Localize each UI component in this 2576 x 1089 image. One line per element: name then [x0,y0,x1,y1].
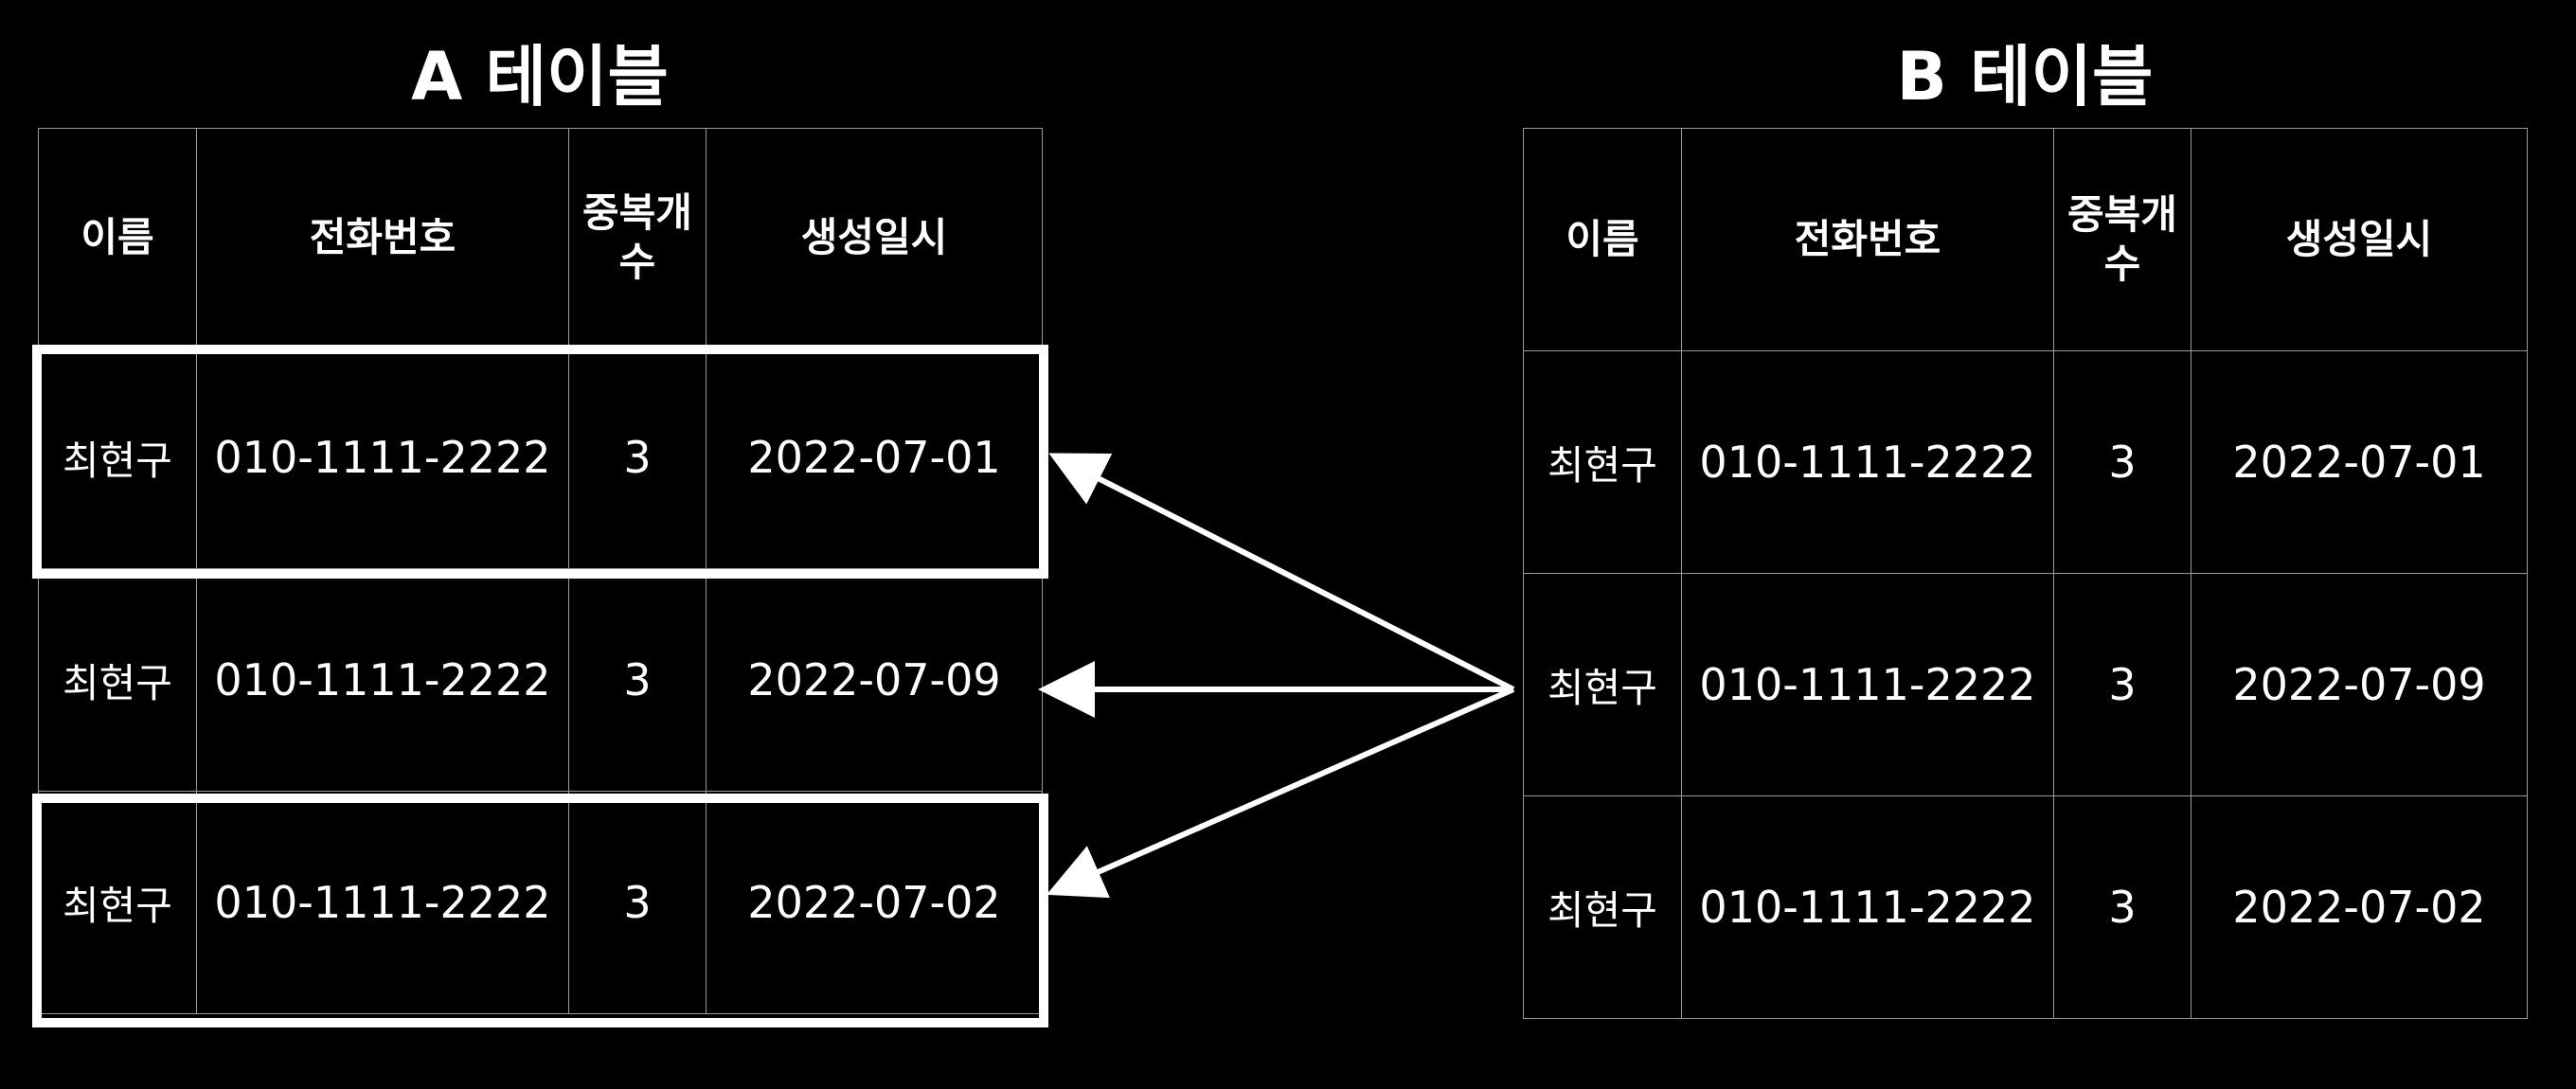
cell-phone: 010-1111-2222 [1681,795,2054,1019]
column-header-dup-count: 중복개수 [568,128,707,347]
cell-name: 최현구 [38,568,197,792]
cell-dup-count: 3 [2053,350,2191,574]
cell-phone: 010-1111-2222 [196,346,569,569]
table-b: 이름 전화번호 중복개수 생성일시 최현구 010-1111-2222 3 20… [1523,128,2528,1019]
cell-dup-count: 3 [568,791,707,1014]
table-row: 최현구 010-1111-2222 3 2022-07-09 [38,568,1043,792]
column-header-dup-count: 중복개수 [2053,128,2191,351]
cell-created: 2022-07-09 [706,568,1043,792]
cell-phone: 010-1111-2222 [1681,350,2054,574]
table-row: 최현구 010-1111-2222 3 2022-07-01 [1523,350,2528,574]
column-header-phone: 전화번호 [1681,128,2054,351]
cell-dup-count: 3 [568,568,707,792]
table-row: 최현구 010-1111-2222 3 2022-07-02 [1523,795,2528,1019]
column-header-name: 이름 [1523,128,1682,351]
table-b-title: B 테이블 [1896,38,2154,116]
cell-name: 최현구 [38,791,197,1014]
table-a-title: A 테이블 [411,38,669,116]
table-row: 최현구 010-1111-2222 3 2022-07-01 [38,346,1043,569]
arrow-to-row-1 [1048,453,1515,692]
cell-created: 2022-07-01 [706,346,1043,569]
cell-dup-count: 3 [2053,795,2191,1019]
arrow-to-row-3 [1046,687,1515,899]
cell-created: 2022-07-02 [2191,795,2528,1019]
column-header-created: 생성일시 [706,128,1043,347]
cell-phone: 010-1111-2222 [196,791,569,1014]
cell-name: 최현구 [1523,350,1682,574]
cell-dup-count: 3 [2053,573,2191,796]
cell-phone: 010-1111-2222 [196,568,569,792]
table-row: 최현구 010-1111-2222 3 2022-07-09 [1523,573,2528,796]
column-header-created: 생성일시 [2191,128,2528,351]
cell-created: 2022-07-01 [2191,350,2528,574]
cell-dup-count: 3 [568,346,707,569]
column-header-name: 이름 [38,128,197,347]
table-a: 이름 전화번호 중복개수 생성일시 최현구 010-1111-2222 3 20… [38,128,1043,1014]
table-a-header-row: 이름 전화번호 중복개수 생성일시 [38,128,1043,347]
table-b-header-row: 이름 전화번호 중복개수 생성일시 [1523,128,2528,351]
cell-name: 최현구 [1523,573,1682,796]
cell-phone: 010-1111-2222 [1681,573,2054,796]
